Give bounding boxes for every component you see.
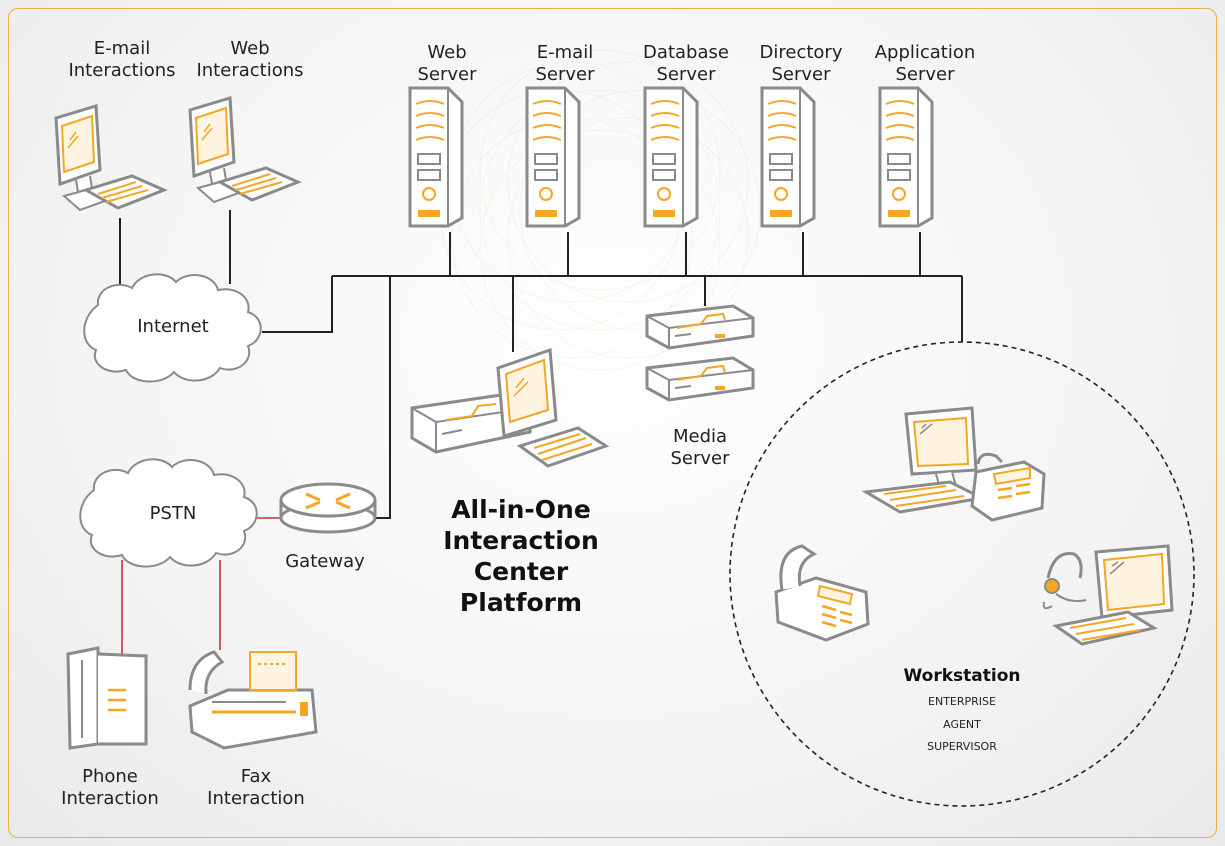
fax-interaction-label: Fax Interaction: [207, 766, 305, 809]
application-server-icon: [878, 86, 934, 228]
workstation-role-agent: AGENT: [943, 718, 981, 731]
platform-computer-icon: [410, 347, 610, 468]
web-client-computer-icon: [188, 96, 300, 204]
web-interactions-label: Web Interactions: [196, 38, 304, 81]
email-interactions-label: E-mail Interactions: [68, 38, 176, 81]
gateway-label: Gateway: [285, 551, 365, 572]
media-server-lower-icon: [645, 356, 755, 402]
workstation-role-enterprise: ENTERPRISE: [928, 695, 996, 708]
fax-machine-icon: [188, 650, 318, 750]
workstation-supervisor-pc-icon: [1042, 544, 1174, 646]
web-server-icon: [408, 86, 464, 228]
network-lines: [119, 210, 963, 519]
pstn-lines: [121, 517, 280, 655]
workstation-title: Workstation: [903, 666, 1021, 686]
database-server-icon: [643, 86, 699, 228]
gateway-router-icon: [279, 482, 377, 534]
database-server-label: Database Server: [643, 42, 729, 85]
workstation-role-supervisor: SUPERVISOR: [927, 740, 997, 753]
phone-interaction-icon: [66, 646, 148, 750]
platform-title: All-in-One Interaction Center Platform: [443, 495, 599, 617]
directory-server-icon: [760, 86, 816, 228]
email-server-icon: [525, 86, 581, 228]
email-client-computer-icon: [54, 104, 166, 212]
phone-interaction-label: Phone Interaction: [61, 766, 159, 809]
diagram-frame: [8, 8, 1217, 838]
application-server-label: Application Server: [874, 42, 976, 85]
workstation-desk-phone-icon: [774, 544, 870, 642]
internet-label: Internet: [137, 316, 209, 337]
email-server-label: E-mail Server: [535, 42, 595, 85]
workstation-circle: [729, 341, 1195, 807]
pstn-cloud: [79, 458, 258, 568]
media-server-label: Media Server: [670, 426, 730, 469]
directory-server-label: Directory Server: [759, 42, 843, 85]
web-server-label: Web Server: [417, 42, 477, 85]
internet-cloud: [83, 273, 262, 383]
pstn-label: PSTN: [149, 503, 197, 524]
workstation-agent-pc-icon: [861, 406, 1046, 522]
